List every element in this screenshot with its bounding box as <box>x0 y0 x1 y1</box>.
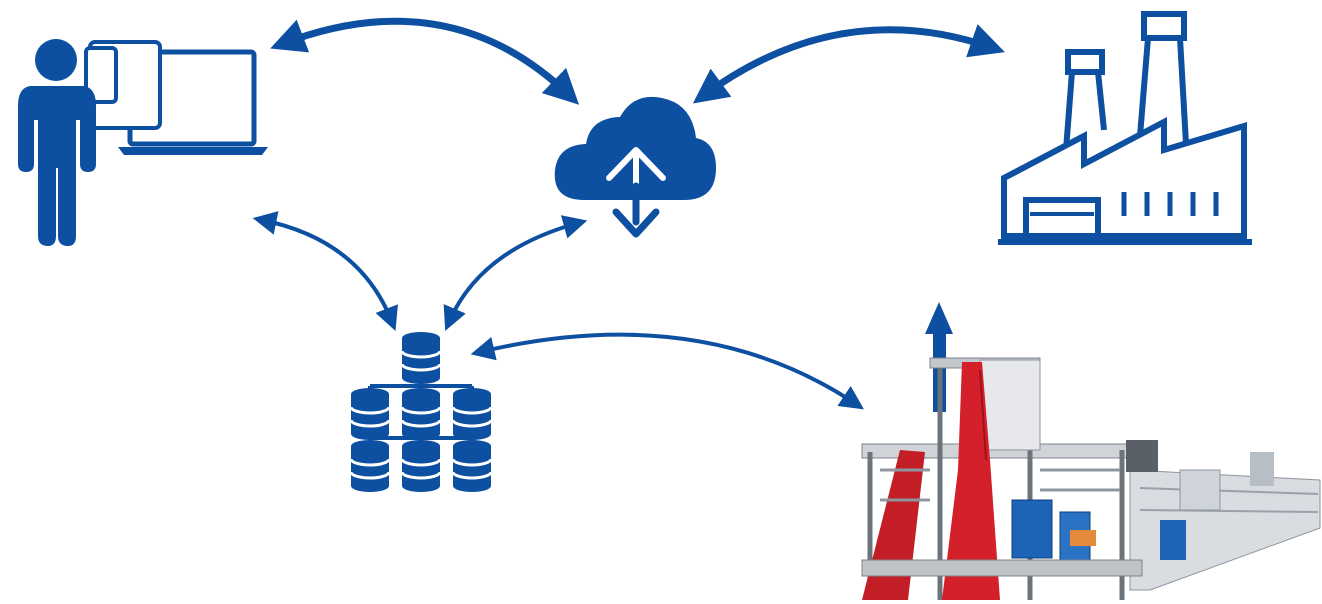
database-icon <box>451 440 493 492</box>
textile-machine-photo <box>861 302 1321 600</box>
person-with-devices-icon <box>18 39 268 246</box>
arrow-user-cloud <box>270 17 580 105</box>
factory-icon <box>998 11 1252 245</box>
arrow-database-machine <box>470 332 864 410</box>
arrow-cloud-database <box>443 215 588 331</box>
factory-building <box>1001 117 1247 239</box>
arrow-cloud-factory <box>692 24 1005 104</box>
database-icon <box>349 440 391 492</box>
cloud-upload-download-icon <box>554 96 716 238</box>
download-arrow-icon <box>612 182 660 238</box>
database-icon <box>400 388 442 440</box>
upload-arrow-icon <box>606 147 666 181</box>
database-icon <box>451 388 493 440</box>
person-icon <box>18 39 96 246</box>
chimney-left-icon <box>1063 49 1107 151</box>
chimney-right-icon <box>1137 11 1189 145</box>
database-stacks <box>349 332 493 492</box>
database-icon <box>400 332 442 384</box>
connector-arrows <box>252 17 1005 410</box>
factory-windows <box>1121 192 1219 216</box>
phone-icon <box>84 46 118 104</box>
red-fabric <box>942 362 1000 600</box>
database-icon <box>400 440 442 492</box>
database-cluster-icon <box>349 332 493 492</box>
database-icon <box>349 388 391 440</box>
arrow-user-database <box>252 211 398 331</box>
factory-door-icon <box>1023 197 1101 241</box>
